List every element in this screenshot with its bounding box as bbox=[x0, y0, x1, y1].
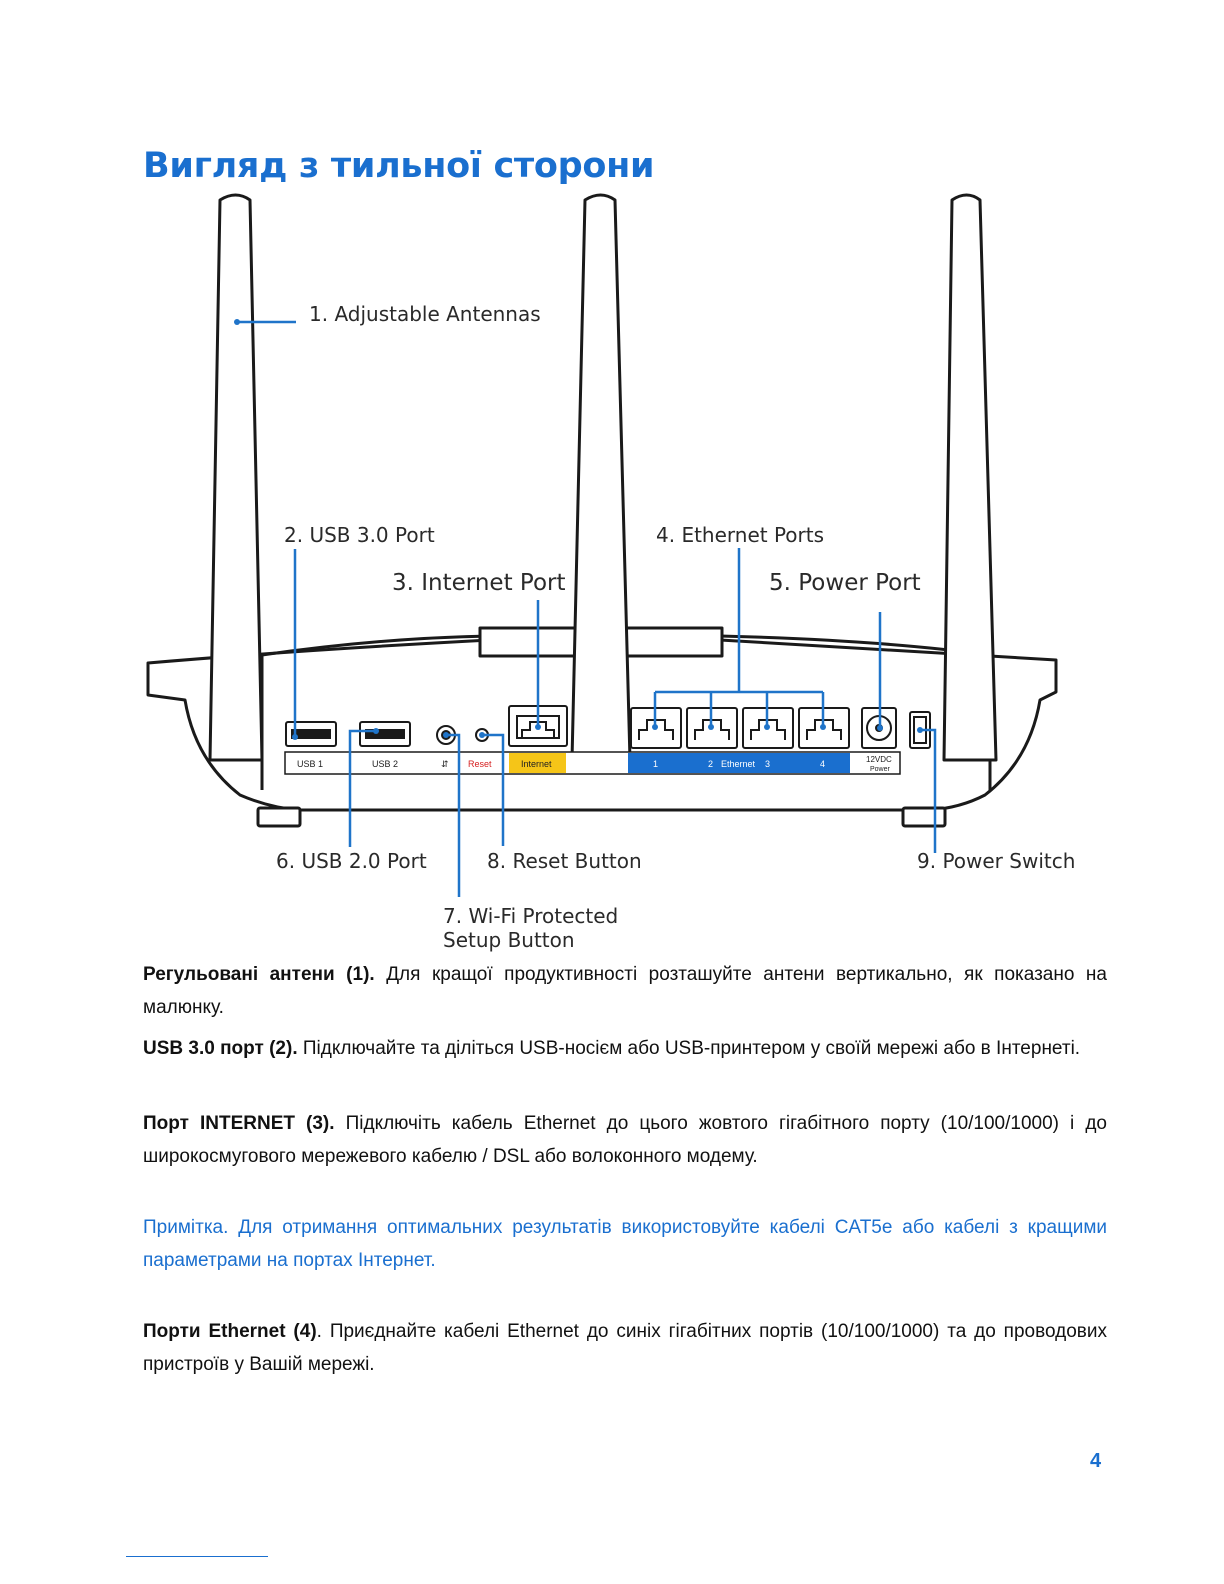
paragraph-ethernet-text: . Приєднайте кабелі Ethernet до синіх гі… bbox=[143, 1321, 1107, 1375]
paragraph-internet: Порт INTERNET (3). Підключіть кабель Eth… bbox=[143, 1107, 1107, 1173]
usb1-label: USB 1 bbox=[297, 759, 323, 769]
eth3-label: 3 bbox=[765, 759, 770, 769]
port-strip-labels: USB 1 USB 2 ⇵ Reset Internet 1 2 Etherne… bbox=[297, 755, 892, 773]
eth2-label: 2 bbox=[708, 759, 713, 769]
callout-reset: 8. Reset Button bbox=[487, 849, 642, 873]
paragraph-internet-text: Підключіть кабель Ethernet до цього жовт… bbox=[143, 1113, 1107, 1167]
paragraph-usb3-heading: USB 3.0 порт (2). bbox=[143, 1038, 298, 1059]
page-number: 4 bbox=[1090, 1450, 1102, 1472]
power-volt-label: 12VDC bbox=[866, 755, 892, 764]
footnote-rule bbox=[126, 1556, 268, 1557]
paragraph-antennas-heading: Регульовані антени (1). bbox=[143, 964, 375, 985]
callout-antennas: 1. Adjustable Antennas bbox=[309, 302, 541, 326]
callout-wps-line2: Setup Button bbox=[443, 928, 575, 952]
ethernet-label: Ethernet bbox=[721, 759, 756, 769]
ports bbox=[285, 705, 931, 749]
antennas bbox=[208, 193, 998, 762]
router-rear-panel-diagram: USB 1 USB 2 ⇵ Reset Internet 1 2 Etherne… bbox=[146, 193, 1075, 952]
power-word-label: Power bbox=[870, 766, 891, 773]
callout-lines bbox=[237, 320, 937, 897]
reset-label: Reset bbox=[468, 759, 492, 769]
page-title: Вигляд з тильної сторони bbox=[143, 146, 655, 186]
usb2-label: USB 2 bbox=[372, 759, 398, 769]
eth1-label: 1 bbox=[653, 759, 658, 769]
note-paragraph: Примітка. Для отримання оптимальних резу… bbox=[143, 1217, 1107, 1271]
callout-usb2: 6. USB 2.0 Port bbox=[276, 849, 427, 873]
antenna-center bbox=[570, 193, 632, 762]
callout-usb3: 2. USB 3.0 Port bbox=[284, 523, 435, 547]
paragraph-ethernet-heading: Порти Ethernet (4) bbox=[143, 1321, 317, 1342]
paragraph-usb3: USB 3.0 порт (2). Підключайте та ділітьс… bbox=[143, 1032, 1107, 1065]
paragraph-usb3-text: Підключайте та діліться USB-носієм або U… bbox=[297, 1038, 1081, 1059]
wps-symbol: ⇵ bbox=[441, 759, 449, 769]
antenna-left bbox=[208, 193, 264, 762]
paragraph-antennas-text: Для кращої продуктивності розташуйте ант… bbox=[143, 964, 1107, 1018]
port-label-strip bbox=[284, 751, 901, 775]
paragraph-antennas: Регульовані антени (1). Для кращої проду… bbox=[143, 958, 1107, 1024]
internet-label: Internet bbox=[521, 759, 552, 769]
callout-power-port: 5. Power Port bbox=[769, 570, 921, 596]
callout-wps-line1: 7. Wi-Fi Protected bbox=[443, 904, 618, 928]
paragraph-ethernet: Порти Ethernet (4). Приєднайте кабелі Et… bbox=[143, 1315, 1107, 1381]
eth4-label: 4 bbox=[820, 759, 825, 769]
callout-internet: 3. Internet Port bbox=[392, 570, 566, 596]
callout-power-switch: 9. Power Switch bbox=[917, 849, 1075, 873]
callout-ethernet: 4. Ethernet Ports bbox=[656, 523, 824, 547]
callout-dots bbox=[234, 319, 923, 740]
paragraph-internet-heading: Порт INTERNET (3). bbox=[143, 1113, 335, 1134]
callout-labels: 1. Adjustable Antennas 2. USB 3.0 Port 3… bbox=[276, 302, 1075, 952]
antenna-right bbox=[942, 193, 998, 762]
